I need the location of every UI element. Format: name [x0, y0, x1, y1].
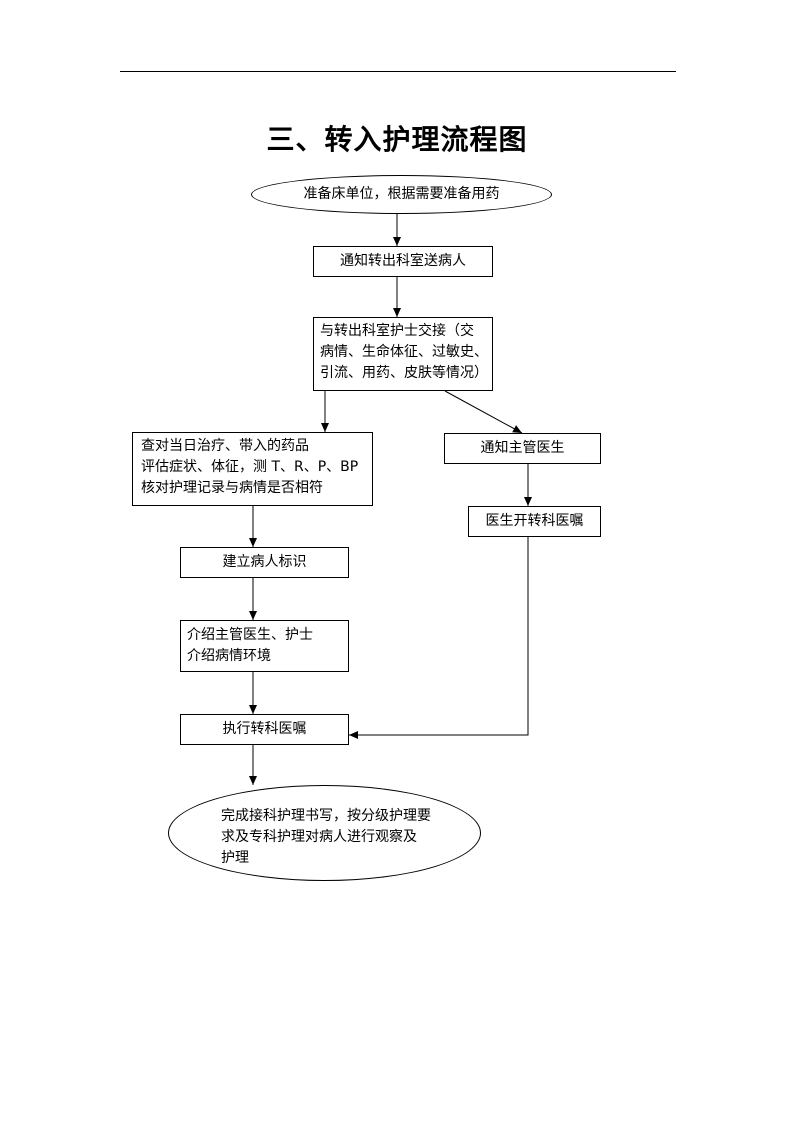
node-notify-transfer-out: 通知转出科室送病人: [313, 246, 493, 277]
node-complete-line-2: 求及专科护理对病人进行观察及: [221, 829, 417, 845]
node-notify-transfer-out-label: 通知转出科室送病人: [340, 253, 466, 269]
node-doctor-order-label: 医生开转科医嘱: [485, 513, 584, 529]
node-check-line-2: 评估症状、体征，测 T、R、P、BP: [141, 459, 359, 475]
node-notify-doctor: 通知主管医生: [444, 433, 601, 464]
node-complete-line-1: 完成接科护理书写，按分级护理要: [221, 808, 431, 824]
node-create-id: 建立病人标识: [180, 547, 349, 578]
node-notify-doctor-label: 通知主管医生: [480, 440, 565, 456]
node-introduce: 介绍主管医生、护士 介绍病情环境: [180, 620, 349, 672]
node-introduce-line-1: 介绍主管医生、护士: [187, 627, 313, 643]
node-handover-line-1: 与转出科室护士交接（交: [320, 323, 474, 339]
node-complete-line-3: 护理: [221, 850, 249, 866]
arrow-handover-to-doctor: [444, 390, 523, 434]
node-prepare-bed-label: 准备床单位，根据需要准备用药: [303, 186, 500, 202]
node-check-line-3: 核对护理记录与病情是否相符: [141, 480, 323, 496]
node-handover-line-2: 病情、生命体征、过敏史、: [320, 344, 488, 360]
node-handover-line-3: 引流、用药、皮肤等情况）: [320, 365, 488, 381]
page-title: 三、转入护理流程图: [266, 123, 528, 156]
node-complete: 完成接科护理书写，按分级护理要 求及专科护理对病人进行观察及 护理: [168, 785, 481, 881]
node-check: 查对当日治疗、带入的药品 评估症状、体征，测 T、R、P、BP 核对护理记录与病…: [132, 432, 373, 506]
node-create-id-label: 建立病人标识: [222, 554, 307, 570]
node-check-line-1: 查对当日治疗、带入的药品: [141, 438, 309, 454]
node-introduce-line-2: 介绍病情环境: [187, 648, 271, 664]
node-handover: 与转出科室护士交接（交 病情、生命体征、过敏史、 引流、用药、皮肤等情况）: [313, 317, 493, 391]
node-execute-order-label: 执行转科医嘱: [222, 721, 307, 737]
node-execute-order: 执行转科医嘱: [180, 714, 349, 745]
node-doctor-order: 医生开转科医嘱: [468, 506, 601, 537]
header-rule: [120, 71, 676, 72]
arrow-order-to-execute: [349, 537, 529, 739]
node-prepare-bed: 准备床单位，根据需要准备用药: [251, 175, 552, 214]
